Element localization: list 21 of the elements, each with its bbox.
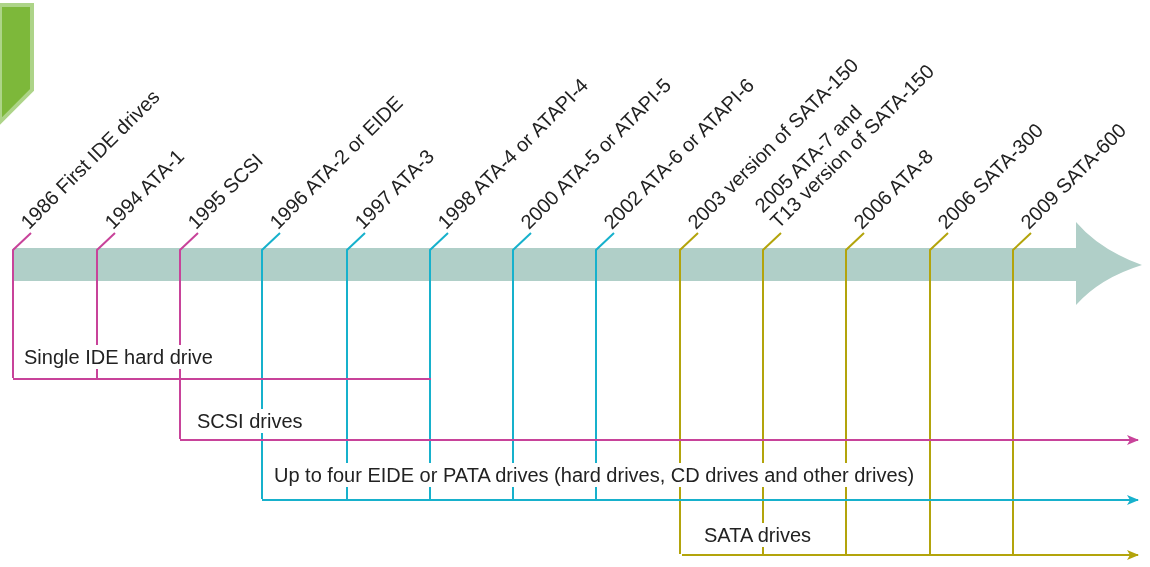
span-line	[262, 499, 597, 501]
arrow	[1013, 550, 1139, 560]
span-line	[13, 378, 431, 380]
connector-line	[679, 232, 699, 555]
arrow	[596, 495, 1139, 505]
arrow	[599, 435, 1139, 445]
connector-line	[12, 232, 32, 379]
span-label: Single IDE hard drive	[22, 345, 215, 369]
span-label: SCSI drives	[195, 409, 305, 433]
span-line	[180, 439, 600, 441]
connector-line	[595, 232, 615, 500]
connector-line	[929, 232, 949, 555]
connector-line	[429, 232, 449, 500]
span-line	[682, 554, 1014, 556]
span-label: SATA drives	[702, 523, 814, 547]
connector-line	[1012, 232, 1032, 555]
connector-line	[346, 232, 366, 500]
connector-line	[179, 232, 199, 440]
connector-line	[845, 232, 865, 555]
connector-line	[512, 232, 532, 500]
connector-line	[261, 232, 281, 500]
